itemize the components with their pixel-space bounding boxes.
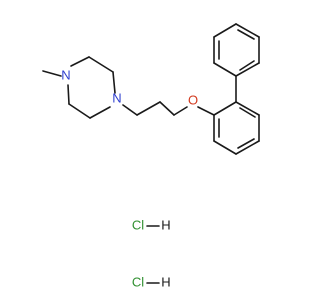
bond-skeleton xyxy=(42,23,260,284)
bond-piperazine-6 xyxy=(67,84,70,105)
bond-chain-3 xyxy=(159,101,175,116)
molecule-diagram: N N O Cl H Cl H xyxy=(42,23,260,289)
chlorine-label: Cl xyxy=(132,217,144,232)
bond-piperazine-5 xyxy=(68,103,91,119)
bond-piperazine-4 xyxy=(89,106,111,119)
bond-lower-ring-double-2 xyxy=(237,138,255,149)
atom-n-propyl: N xyxy=(112,90,121,105)
bond-lower-ring-4 xyxy=(235,140,260,155)
bond-chain-1 xyxy=(122,104,138,116)
bond-lower-ring-1 xyxy=(213,101,237,116)
bond-methyl xyxy=(42,70,62,77)
bond-upper-ring-double-3 xyxy=(239,60,255,71)
bond-piperazine-1 xyxy=(70,56,90,67)
hcl-salt-1: Cl H xyxy=(132,217,171,232)
bond-ether-aryl xyxy=(197,106,215,116)
bond-chain-2 xyxy=(136,101,161,116)
bond-lower-ring-5 xyxy=(213,140,237,155)
atom-o-ether: O xyxy=(188,92,198,107)
bond-lower-ring-double-1 xyxy=(239,107,256,118)
atom-labels: N N O xyxy=(61,67,198,107)
chlorine-label: Cl xyxy=(132,274,144,289)
bond-upper-ring-4 xyxy=(235,23,260,38)
hydrogen-label: H xyxy=(161,217,170,232)
bond-upper-ring-double-2 xyxy=(237,29,255,40)
atom-n-methyl: N xyxy=(61,67,70,82)
bond-upper-ring-6 xyxy=(235,62,260,77)
bond-chain-4 xyxy=(173,106,188,116)
bond-upper-ring-1 xyxy=(213,62,237,77)
bond-piperazine-2 xyxy=(88,56,114,73)
bond-lower-ring-2 xyxy=(235,101,260,116)
bond-piperazine-3 xyxy=(112,71,116,94)
hcl-salt-2: Cl H xyxy=(132,274,171,289)
hydrogen-label: H xyxy=(161,274,170,289)
bond-upper-ring-3 xyxy=(213,23,237,38)
